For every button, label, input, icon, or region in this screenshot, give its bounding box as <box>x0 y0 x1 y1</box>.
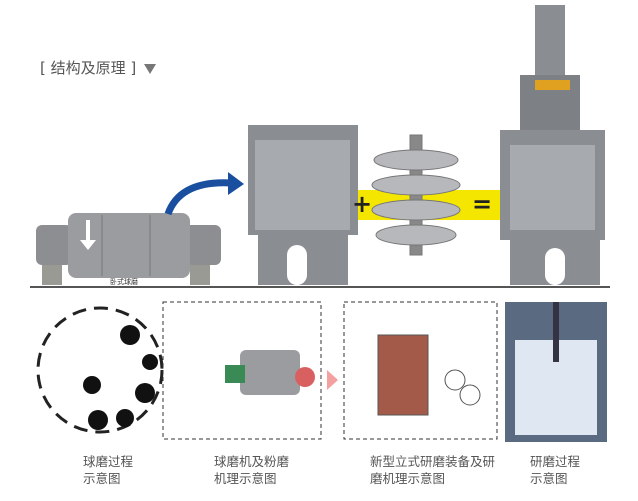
equals-sign: = <box>472 190 493 218</box>
horizontal-mill-label: 卧式球磨 <box>110 278 138 286</box>
triangle-down-icon <box>144 63 157 74</box>
grinding-balls <box>83 325 158 430</box>
horizontal-ball-mill <box>36 213 221 285</box>
vertical-mill-shell <box>248 125 358 285</box>
caption-vertical-mill-mechanism: 新型立式研磨装备及研磨机理示意图 <box>370 454 496 486</box>
vertical-stirred-mill <box>500 5 605 285</box>
blue-arrow-icon <box>164 179 233 216</box>
section-title: [ 结构及原理 ] <box>40 57 157 78</box>
ball-mill-process-circle <box>36 306 164 434</box>
caption-grinding-process: 研磨过程示意图 <box>530 454 581 486</box>
spiral-screw <box>371 134 461 256</box>
red-arrow-icon <box>327 370 338 390</box>
ball-mill-mechanism-box <box>162 301 322 440</box>
rotation-arrow-icon <box>80 220 96 250</box>
caption-ball-mill-process: 球磨过程示意图 <box>83 454 134 486</box>
vertical-mill-mechanism-box <box>343 301 498 440</box>
plus-sign: + <box>352 190 373 218</box>
caption-ball-mill-mechanism: 球磨机及粉磨机理示意图 <box>214 454 290 486</box>
